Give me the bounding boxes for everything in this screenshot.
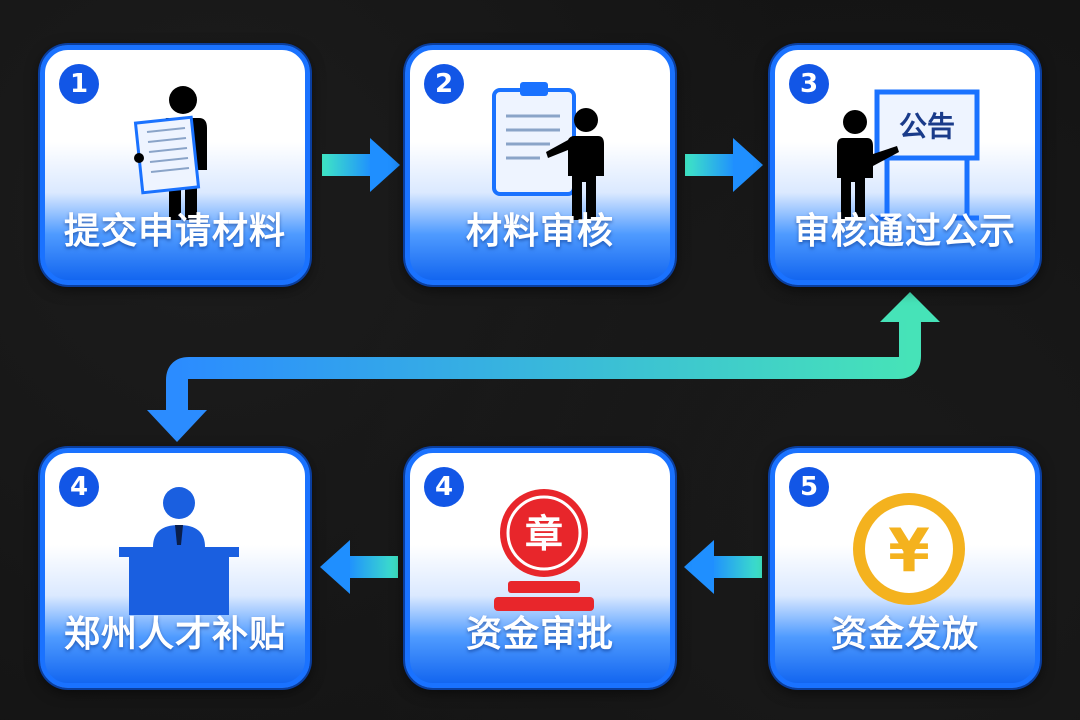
- person-reviewing-clipboard-icon: [492, 82, 604, 220]
- step-number-badge: 4: [59, 467, 99, 507]
- step-card-2: 2 材料审核: [405, 45, 675, 285]
- notice-board-text: 公告: [899, 110, 955, 143]
- step-card-1: 1 提交申请材料: [40, 45, 310, 285]
- step-label: 提交申请材料: [63, 211, 286, 252]
- person-reading-document-icon: [133, 86, 207, 220]
- step-number-badge: 3: [789, 64, 829, 104]
- step-number-badge: 1: [59, 64, 99, 104]
- step-card-4: 4 章 资金审批: [405, 448, 675, 688]
- yuan-coin-icon: ¥: [853, 493, 965, 605]
- step-card-final: 4 郑州人才补贴: [40, 448, 310, 688]
- step-card-5: 5 ¥ 资金发放: [770, 448, 1040, 688]
- step-label: 郑州人才补贴: [63, 614, 286, 655]
- person-at-desk-icon: [119, 487, 239, 615]
- official-seal-stamp-icon: 章: [494, 489, 594, 611]
- coin-symbol: ¥: [888, 516, 930, 586]
- step-number-badge: 5: [789, 467, 829, 507]
- step-card-3: 3 公告 审核通过公示: [770, 45, 1040, 285]
- arrow-approval-to-subsidy: [320, 540, 398, 594]
- step-label: 资金审批: [465, 614, 614, 655]
- step-number-badge: 4: [424, 467, 464, 507]
- step-label: 资金发放: [830, 614, 979, 655]
- arrow-loop-subsidy-to-step3: [147, 292, 940, 442]
- arrow-step1-to-step2: [322, 138, 400, 192]
- arrow-step5-to-step4: [684, 540, 762, 594]
- step-label: 审核通过公示: [793, 211, 1016, 252]
- step-label: 材料审核: [465, 211, 614, 252]
- person-presenting-notice-board-icon: 公告: [837, 89, 980, 221]
- stamp-text: 章: [525, 512, 563, 556]
- step-number-badge: 2: [424, 64, 464, 104]
- arrow-step2-to-step3: [685, 138, 763, 192]
